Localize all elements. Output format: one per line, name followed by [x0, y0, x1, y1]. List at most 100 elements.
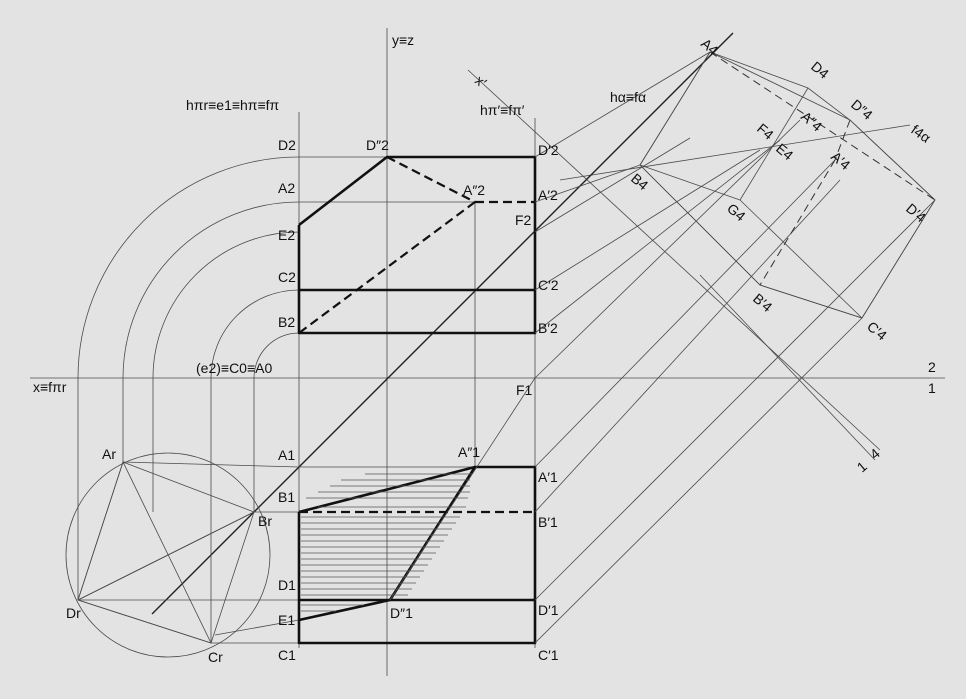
- label-axis-4: 4: [867, 445, 883, 462]
- base-circle: [65, 452, 271, 658]
- upper-hidden-1: [386, 156, 476, 203]
- label-F2: F2: [515, 212, 532, 228]
- label-B2p: B′2: [538, 320, 558, 336]
- arc-d2: [77, 156, 300, 379]
- label-B1: B1: [278, 489, 295, 505]
- label-E1: E1: [278, 612, 295, 628]
- lower-view: [297, 465, 537, 645]
- label-A1: A1: [278, 447, 295, 463]
- aux-hidden-2: [759, 159, 836, 286]
- pl-7: [534, 159, 836, 468]
- pl-2: [534, 164, 641, 203]
- label-B1p: B′1: [538, 514, 558, 530]
- arc-a2: [122, 201, 300, 379]
- diag-ad: [77, 461, 124, 601]
- label-e2-c0-a0: (e2)≡C0≡A0: [196, 360, 272, 376]
- label-A2p: A′2: [538, 187, 558, 203]
- label-A2: A2: [278, 180, 295, 196]
- label-Dr: Dr: [66, 605, 81, 621]
- pl-6: [534, 119, 801, 379]
- label-A1p: A′1: [538, 469, 558, 485]
- f-4-alpha-line: [559, 124, 911, 181]
- label-axis-2: 2: [928, 359, 936, 375]
- aux-g-c: [739, 199, 863, 319]
- label-D2: D2: [278, 137, 296, 153]
- aux-hidden-1: [709, 51, 936, 201]
- arc-e2: [152, 231, 300, 379]
- projection-verticals: [77, 202, 476, 643]
- label-C1p: C′1: [538, 647, 559, 663]
- label-B2: B2: [278, 314, 295, 330]
- label-D1p: D′1: [538, 602, 559, 618]
- pl-11: [389, 377, 536, 601]
- label-C2p: C′2: [538, 277, 559, 293]
- rotation-arcs: [77, 156, 300, 379]
- label-D1: D1: [278, 577, 296, 593]
- aux-g-a: [739, 87, 809, 201]
- label-E2: E2: [278, 227, 295, 243]
- aux-top-edge: [709, 51, 851, 121]
- pl-8: [534, 179, 841, 513]
- label-h-pi-prime: hπ′≡fπ′: [480, 102, 525, 118]
- label-D1pp: D″1: [390, 605, 413, 621]
- label-C2: C2: [278, 269, 296, 285]
- label-C1: C1: [278, 647, 296, 663]
- label-Ar: Ar: [102, 446, 116, 462]
- x-prime-axis: [467, 69, 881, 451]
- label-F4: F4: [754, 120, 777, 143]
- auxiliary-view: [639, 51, 936, 319]
- pl-5: [534, 139, 781, 334]
- edge-dc: [77, 599, 212, 644]
- label-A2pp: A″2: [463, 182, 485, 198]
- upper-hidden-3: [298, 201, 476, 334]
- arc-c2: [210, 289, 300, 379]
- label-h-alpha: hα≡fα: [610, 89, 646, 105]
- diag-bd: [77, 511, 255, 601]
- section-hatching: [301, 473, 472, 612]
- label-h-pi-r: hπr≡e1≡hπ≡fπ: [186, 97, 280, 113]
- label-Cr: Cr: [208, 649, 223, 665]
- label-F1: F1: [516, 382, 533, 398]
- arc-b2: [253, 332, 300, 379]
- lower-outline: [297, 465, 537, 645]
- rotated-base: [65, 452, 300, 658]
- label-C4p: C′4: [864, 318, 890, 344]
- h-alpha-line: [151, 32, 734, 615]
- link-e: [214, 619, 300, 636]
- pl-4: [534, 149, 761, 291]
- axis-4-1-line: [699, 274, 876, 461]
- pl-9: [534, 199, 936, 601]
- pl-10: [534, 317, 863, 644]
- label-Br: Br: [258, 513, 272, 529]
- aux-outline: [639, 51, 936, 319]
- aux-fill: [639, 51, 936, 319]
- label-axis-1-diag: 1: [854, 458, 870, 475]
- label-D2p: D′2: [538, 142, 559, 158]
- label-B4p: B′4: [750, 290, 776, 315]
- label-y-axis: y≡z: [392, 32, 414, 48]
- label-A4p: A′4: [828, 148, 854, 173]
- upper-view: [297, 155, 537, 335]
- label-D4p: D′4: [903, 200, 929, 226]
- label-f-4-alpha: f4α: [908, 121, 933, 145]
- projection-lines-4: [389, 51, 936, 644]
- label-x-axis: x≡fπr: [33, 379, 67, 395]
- label-A4pp: A″4: [798, 108, 825, 135]
- pl-1: [534, 51, 711, 158]
- aux-hidden-3: [834, 119, 851, 161]
- label-D4pp: D″4: [848, 96, 876, 123]
- label-A1pp: A″1: [458, 444, 480, 460]
- link-a: [122, 461, 300, 468]
- label-G4: G4: [724, 200, 749, 224]
- aux-b-g: [639, 164, 741, 201]
- upper-outline: [297, 155, 537, 335]
- label-axis-1: 1: [928, 380, 936, 396]
- label-D4: D4: [808, 58, 832, 82]
- base-polygon: [77, 461, 255, 644]
- diag-ac: [122, 461, 212, 644]
- pl-3: [534, 137, 691, 233]
- labels: y≡z x≡fπr x′ hπr≡e1≡hπ≡fπ hπ′≡fπ′ hα≡fα …: [33, 32, 936, 665]
- label-D2pp: D″2: [366, 137, 389, 153]
